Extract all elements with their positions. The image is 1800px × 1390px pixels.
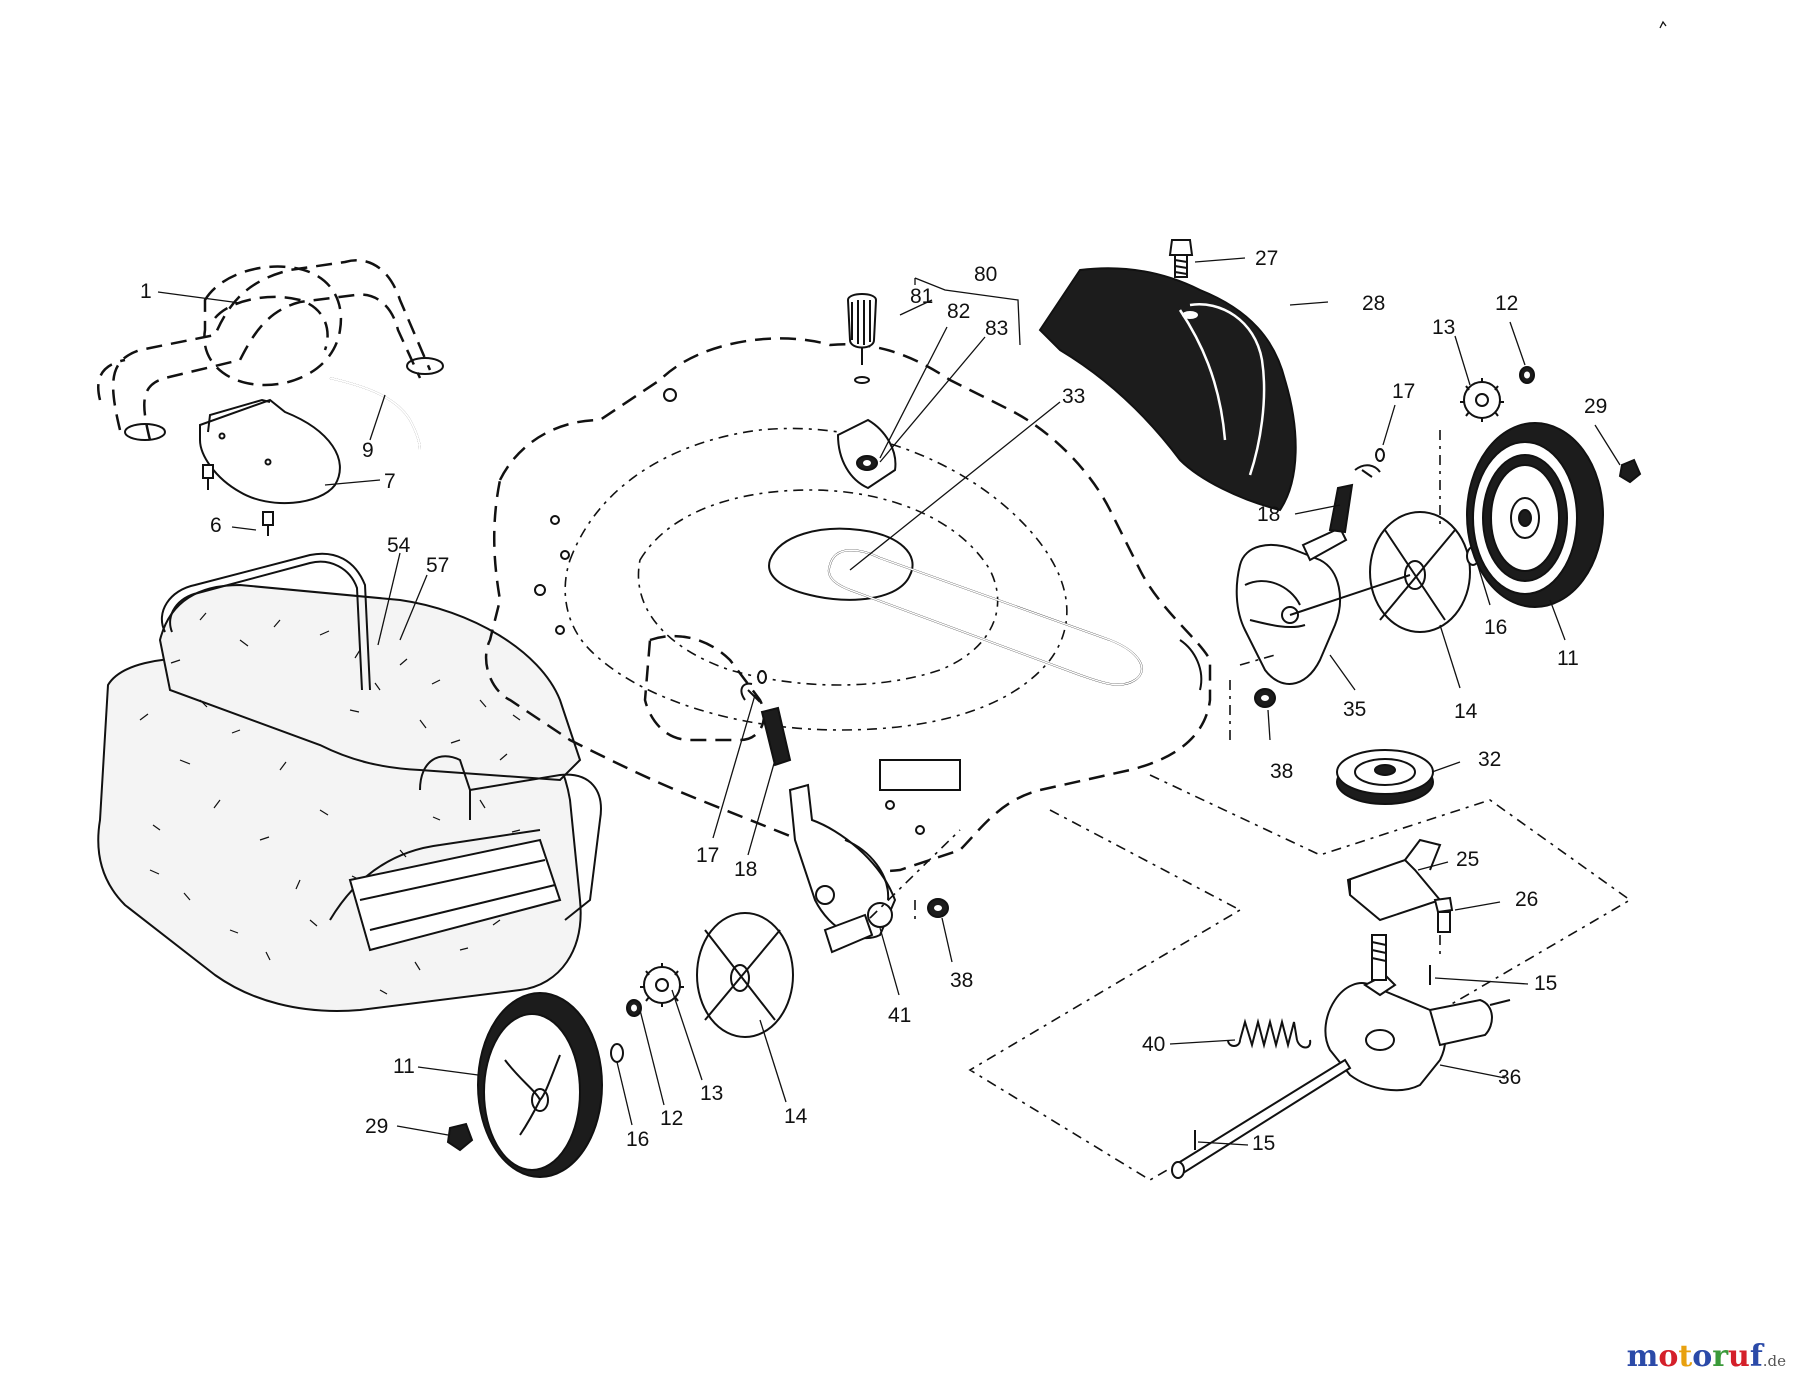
bracket-part-7: [199, 398, 341, 505]
callout-12-left: 12: [660, 1107, 683, 1130]
pin-part-17-right: [1375, 448, 1385, 462]
gearbox-part-36: [1324, 934, 1511, 1092]
callout-9: 9: [362, 439, 374, 462]
control-bar-part-1: [203, 265, 343, 387]
callout-11-left: 11: [393, 1055, 415, 1078]
frame-part-54: [160, 552, 602, 952]
handle-assembly: [97, 259, 444, 441]
callout-54: 54: [387, 534, 411, 557]
watermark-letter: o: [1658, 1339, 1679, 1374]
callout-35: 35: [1343, 698, 1366, 721]
callout-13-right: 13: [1432, 316, 1455, 339]
screw-part-6: [202, 464, 274, 536]
right-axle-dashed-lines: [1229, 430, 1441, 745]
callout-18-left: 18: [734, 858, 757, 881]
callout-1: 1: [140, 280, 152, 303]
hubcap-part-14-right: [1289, 511, 1471, 633]
callout-27: 27: [1255, 247, 1278, 270]
drive-belt-part-33: [827, 549, 1143, 686]
callout-15-bottom: 15: [1252, 1132, 1275, 1155]
callout-38-right: 38: [1270, 760, 1293, 783]
callout-16-left: 16: [626, 1128, 649, 1151]
callout-25: 25: [1456, 848, 1479, 871]
wheel-part-11-right: [1466, 422, 1604, 608]
callout-41: 41: [888, 1004, 911, 1027]
callout-26: 26: [1515, 888, 1538, 911]
watermark-letter: f: [1749, 1339, 1763, 1374]
callout-28: 28: [1362, 292, 1385, 315]
watermark-letters: motoruf: [1627, 1339, 1763, 1374]
height-adjuster-part-35: [1235, 526, 1348, 685]
callout-29-left: 29: [365, 1115, 388, 1138]
callout-17-left: 17: [696, 844, 719, 867]
shaft-part-15: [1171, 965, 1431, 1179]
callout-57: 57: [426, 554, 449, 577]
watermark-letter: u: [1728, 1339, 1750, 1374]
plate-part-82: [836, 418, 897, 490]
wheel-part-11-left: [477, 992, 603, 1178]
callout-18-right: 18: [1257, 503, 1280, 526]
height-adjuster-left: [788, 783, 897, 940]
callout-82: 82: [947, 300, 970, 323]
bolt-part-27: [1168, 239, 1194, 278]
gear-part-13-right: [1460, 378, 1504, 422]
callout-7: 7: [384, 470, 396, 493]
knob-part-81: [846, 293, 878, 384]
axle-part-41: [823, 829, 961, 954]
cable-part-9: [329, 377, 421, 451]
nut-part-29-left: [446, 1122, 474, 1152]
callout-12-right: 12: [1495, 292, 1518, 315]
callout-16-right: 16: [1484, 616, 1507, 639]
callout-81: 81: [910, 285, 933, 308]
gear-part-13-left: [640, 963, 684, 1007]
callout-40: 40: [1142, 1033, 1165, 1056]
bracket-group-80: [914, 277, 1021, 346]
callout-11-right: 11: [1557, 647, 1579, 670]
watermark-letter: r: [1712, 1339, 1729, 1374]
callout-38-left: 38: [950, 969, 973, 992]
callout-33: 33: [1062, 385, 1085, 408]
washer-part-12-right: [1519, 366, 1535, 384]
callout-83: 83: [985, 317, 1008, 340]
callout-6: 6: [210, 514, 222, 537]
rear-guard-part-28: [1038, 267, 1297, 512]
bracket-part-25: [1346, 838, 1442, 922]
callout-36: 36: [1498, 1066, 1521, 1089]
mower-deck: [484, 337, 1212, 873]
callout-14-right: 14: [1454, 700, 1478, 723]
corner-mark: [1659, 20, 1667, 29]
callout-13-left: 13: [700, 1082, 723, 1105]
nut-part-38-right: [1254, 688, 1276, 708]
motoruf-watermark-logo: motoruf.de: [1627, 1339, 1786, 1374]
callout-15-right: 15: [1534, 972, 1557, 995]
watermark-letter: t: [1678, 1339, 1693, 1374]
leader-lines: [157, 257, 1621, 1146]
bolt-part-26: [1433, 896, 1454, 955]
nut-part-38-left: [914, 898, 949, 925]
callout-labels: 1 9 7 6 54 57 80 81 82 83 33 27 28 12 13…: [140, 247, 1607, 1155]
washer-part-16-left: [610, 1043, 624, 1063]
spring-part-18-left: [740, 682, 792, 767]
transmission-dashed-outline: [968, 774, 1632, 1181]
nut-part-29-right: [1618, 458, 1642, 484]
watermark-letter: o: [1692, 1339, 1713, 1374]
spring-part-40: [1227, 1018, 1312, 1049]
watermark-suffix: .de: [1762, 1352, 1786, 1370]
callout-29-right: 29: [1584, 395, 1607, 418]
callout-14-left: 14: [784, 1105, 808, 1128]
grass-bag-part-57: [97, 583, 582, 1012]
pulley-part-32: [1336, 749, 1434, 805]
washer-part-12-left: [626, 999, 642, 1017]
pin-part-17-left: [757, 670, 767, 684]
spring-part-18-right: [1328, 464, 1381, 534]
bag-texture: [139, 612, 547, 995]
hubcap-part-14-left: [696, 912, 794, 1038]
callout-32: 32: [1478, 748, 1501, 771]
callout-80: 80: [974, 263, 997, 286]
watermark-letter: m: [1626, 1339, 1659, 1374]
callout-17-right: 17: [1392, 380, 1415, 403]
